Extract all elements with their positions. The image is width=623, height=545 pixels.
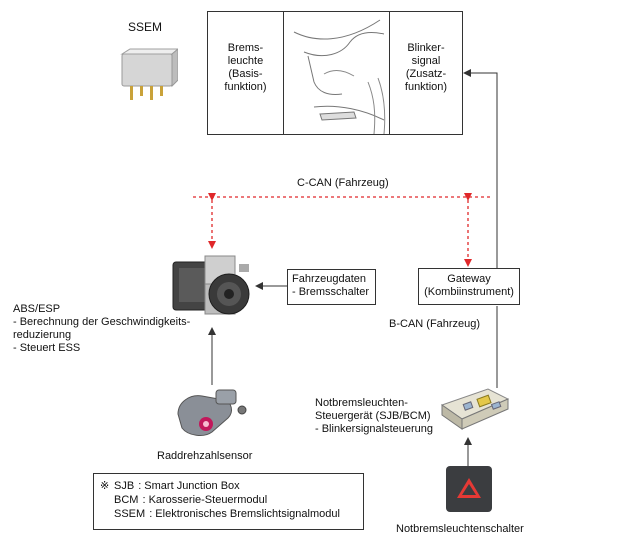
- wheel-speed-sensor-icon: [177, 389, 247, 436]
- legend-key: BCM: [114, 494, 139, 506]
- legend-row: SSEM : Elektronisches Bremslichtsignalmo…: [100, 507, 357, 521]
- ccan-label: C-CAN (Fahrzeug): [297, 177, 389, 189]
- legend-text: : Karosserie-Steuermodul: [142, 494, 268, 506]
- vehicle-data-box: Fahrzeugdaten - Bremsschalter: [287, 269, 376, 305]
- turn-signal-label: Blinker- signal (Zusatz- funktion): [404, 42, 448, 93]
- hazard-switch-label: Notbremsleuchtenschalter: [396, 523, 524, 535]
- sjb-bcm-description: Notbremsleuchten- Steuergerät (SJB/BCM) …: [315, 397, 434, 435]
- legend-key: SJB: [114, 480, 135, 492]
- panel-divider-left: [283, 12, 284, 134]
- legend-key: SSEM: [114, 508, 146, 520]
- wheel-sensor-label: Raddrehzahlsensor: [157, 450, 253, 462]
- gateway-to-turn-signal: [463, 69, 498, 268]
- gateway-box: Gateway (Kombiinstrument): [418, 268, 520, 305]
- ssem-module-icon: [120, 48, 178, 100]
- lamp-panel: Brems- leuchte (Basis- funktion) Blinker…: [207, 11, 463, 135]
- brake-light-label: Brems- leuchte (Basis- funktion): [224, 42, 267, 93]
- abs-esp-unit-icon: [172, 255, 250, 315]
- hazard-triangle-icon: [457, 478, 481, 498]
- legend-mark: ※: [100, 480, 110, 492]
- sjb-bcm-module-icon: [440, 388, 510, 430]
- legend-row: BCM : Karosserie-Steuermodul: [100, 493, 357, 507]
- bcan-label: B-CAN (Fahrzeug): [389, 318, 481, 330]
- hazard-switch: [446, 466, 492, 512]
- legend-row: ※ SJB : Smart Junction Box: [100, 479, 357, 493]
- abbreviation-legend: ※ SJB : Smart Junction Box BCM : Karosse…: [93, 473, 364, 530]
- ssem-title: SSEM: [128, 20, 163, 34]
- vehicle-rear-lamp-sketch: [293, 19, 386, 134]
- legend-text: : Smart Junction Box: [138, 480, 240, 492]
- panel-divider-right: [389, 12, 390, 134]
- abs-esp-description: ABS/ESP - Berechnung der Geschwindigkeit…: [13, 303, 191, 354]
- legend-text: : Elektronisches Bremslichtsignalmodul: [149, 508, 340, 520]
